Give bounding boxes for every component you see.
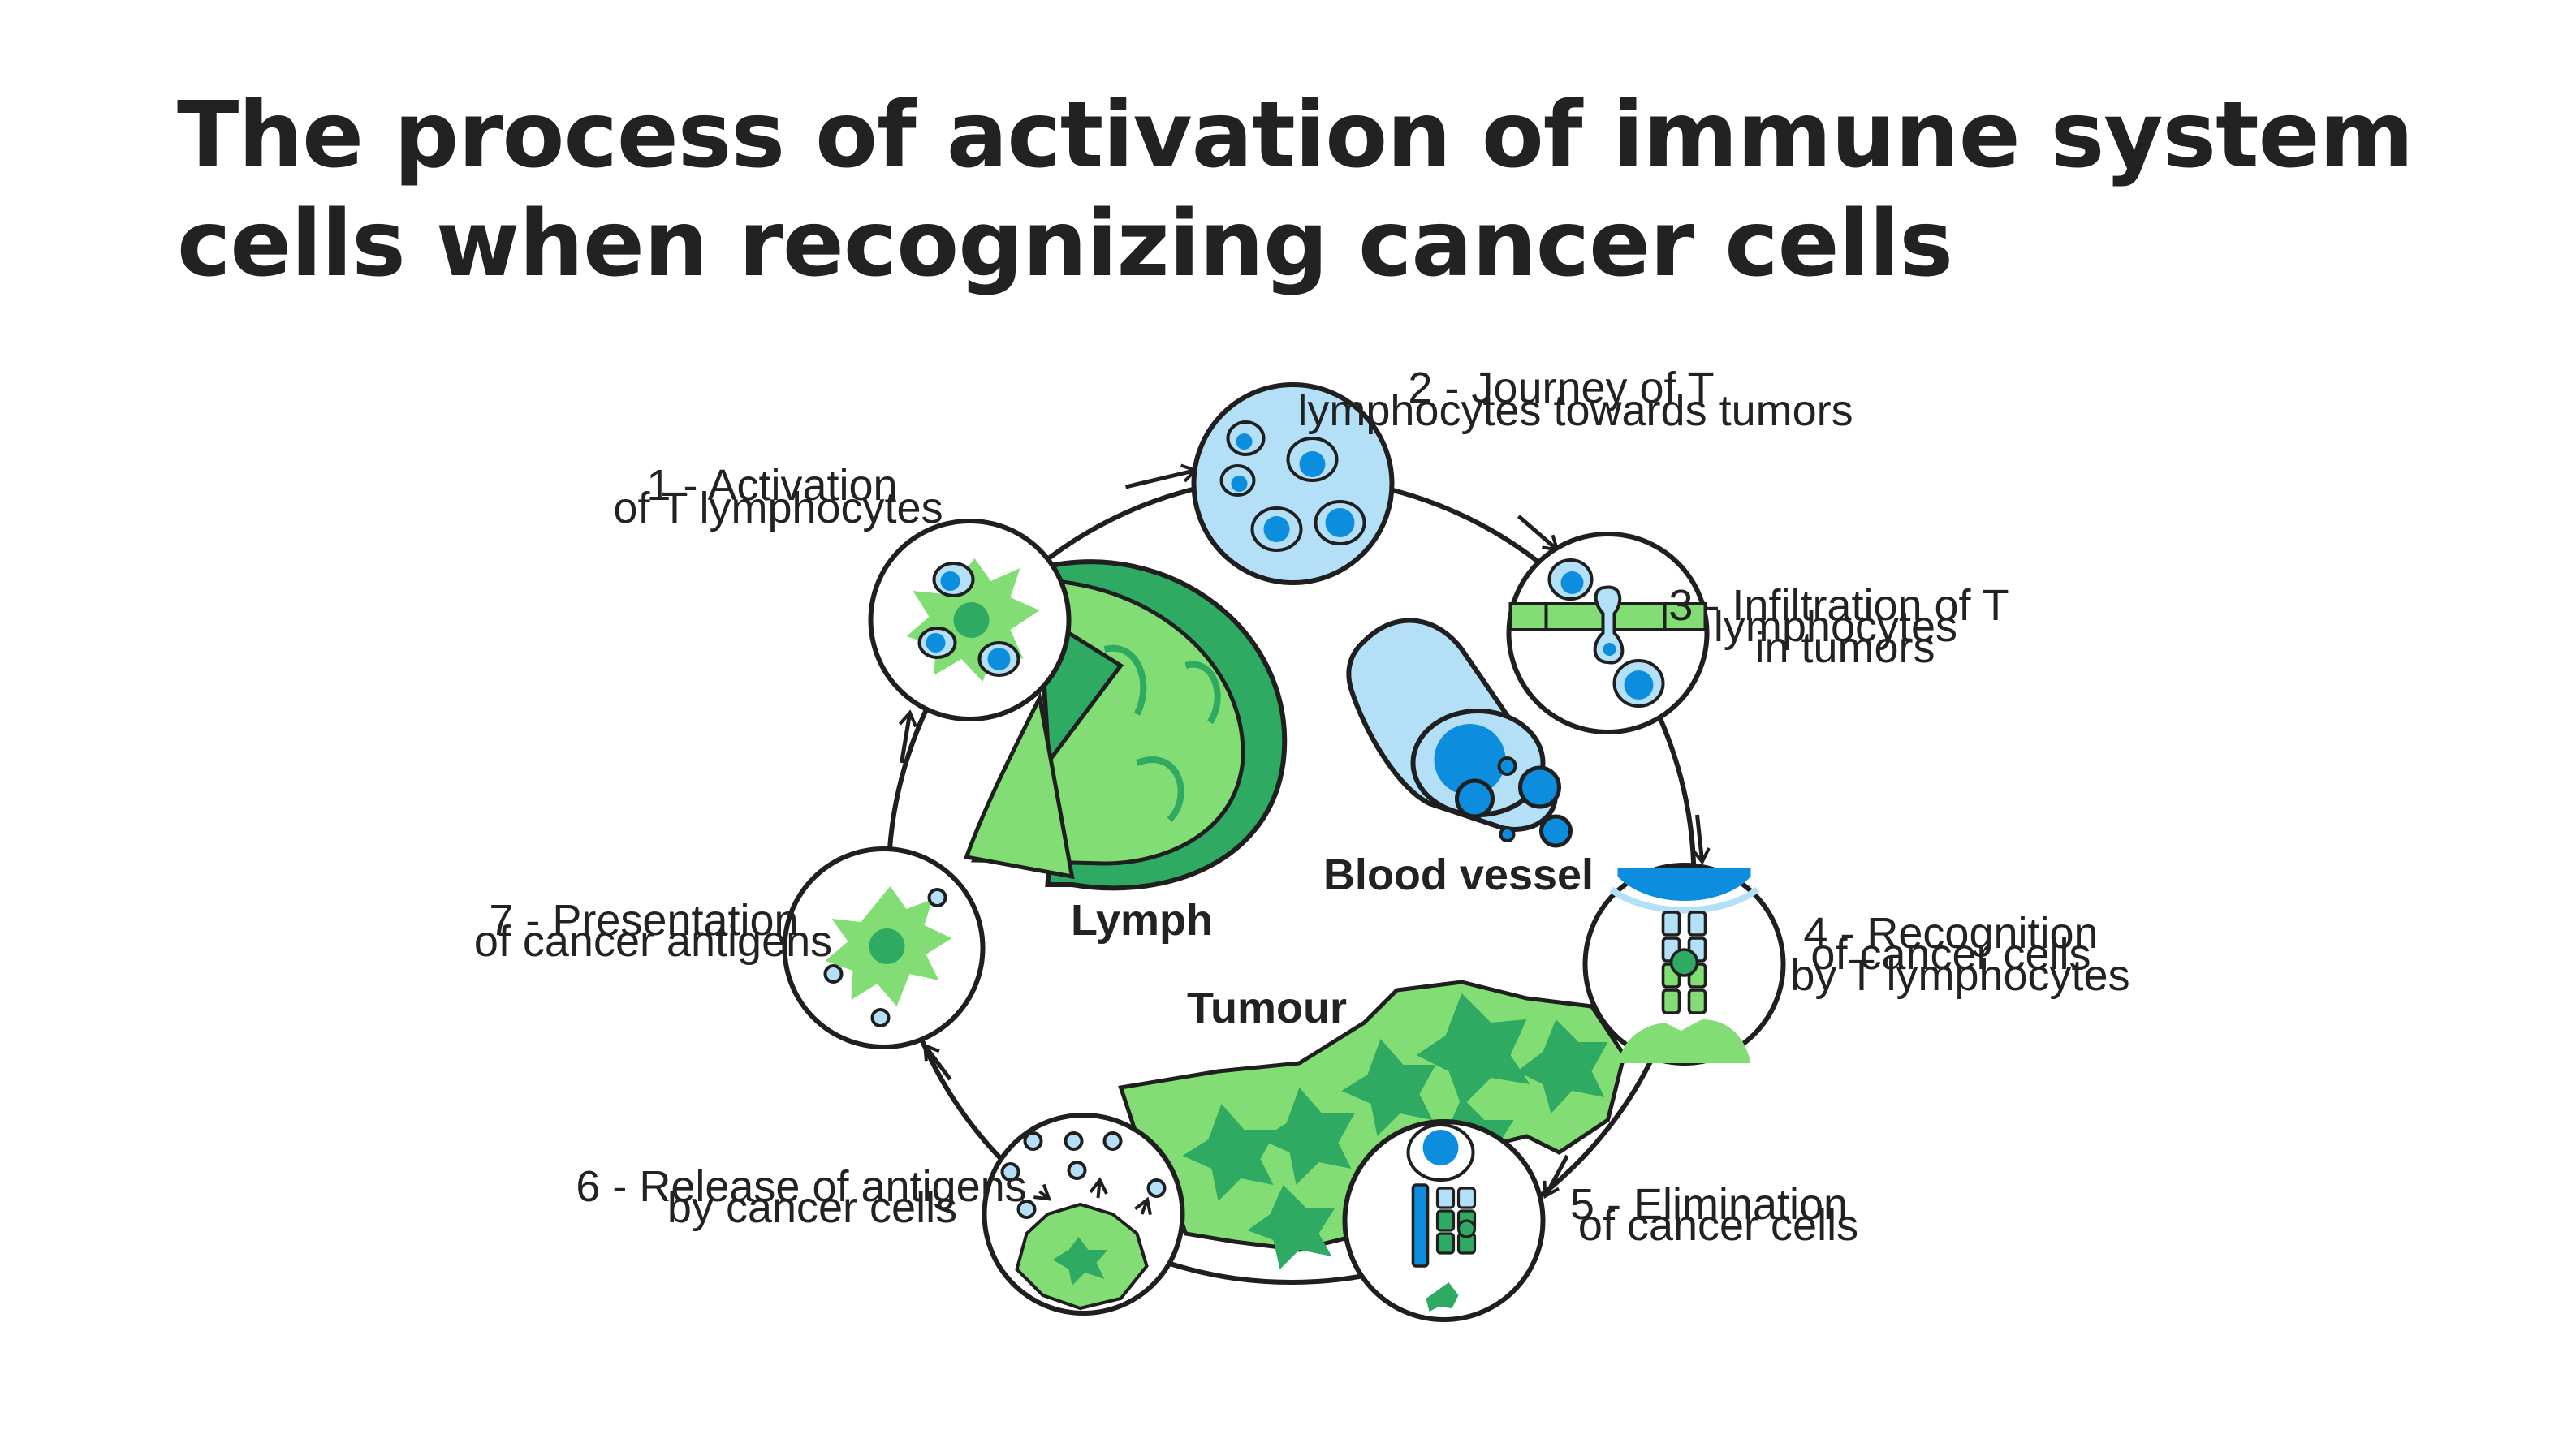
step-4-recognition-circle <box>1582 863 1786 1066</box>
step-2-journey-circle <box>1191 382 1395 585</box>
page-title-line-2: cells when recognizing cancer cells <box>177 192 1953 297</box>
step-6-label: 6 - Release of antigens by cancer cells <box>576 1162 1038 1232</box>
cycle-arrow-6-to-7 <box>923 1043 952 1081</box>
region-label-blood-vessel: Blood vessel <box>1323 851 1594 899</box>
step-3-label: 3 - Infiltration of T lymphocytes in tum… <box>1668 581 2021 672</box>
step-4-label-line-2: of cancer cells <box>1810 930 2091 979</box>
cycle-arrow-4-to-5 <box>1543 1154 1569 1200</box>
step-4-label-line-1: 4 - Recognition <box>1803 909 2098 958</box>
lymph-node <box>964 559 1288 891</box>
step-2-label: 2 - Journey of T lymphocytes towards tum… <box>1297 364 1853 435</box>
step-7-presentation-circle <box>782 846 986 1049</box>
step-5-label-line-2: of cancer cells <box>1578 1201 1858 1250</box>
step-6-label-line-2: by cancer cells <box>667 1183 957 1232</box>
cycle-arrow-2-to-3 <box>1517 515 1560 552</box>
page-title: The process of activation of immune syst… <box>177 81 2414 299</box>
page-title-line-1: The process of activation of immune syst… <box>177 83 2414 188</box>
step-5-elimination-circle <box>1342 1119 1546 1322</box>
step-5-label: 5 - Elimination of cancer cells <box>1570 1180 1860 1250</box>
cycle-arrow-7-to-1 <box>898 709 917 764</box>
step-1-activation-circle <box>868 519 1072 722</box>
step-7-label: 7 - Presentation of cancer antigens <box>474 896 832 966</box>
step-1-label-line-2: of T lymphocytes <box>613 484 943 532</box>
step-7-label-line-2: of cancer antigens <box>474 917 832 966</box>
region-label-lymph: Lymph <box>1071 896 1213 945</box>
step-5-label-line-1: 5 - Elimination <box>1570 1180 1848 1229</box>
step-3-label-line-3: in tumors <box>1754 623 1935 672</box>
cycle-arrow-3-to-4 <box>1691 814 1711 865</box>
step-3-infiltration-circle <box>1506 532 1710 734</box>
step-6-release-circle <box>982 1113 1185 1316</box>
step-1-label-line-1: 1 - Activation <box>646 461 897 510</box>
cycle-arrow-1-to-2 <box>1124 463 1199 489</box>
step-3-label-line-2: lymphocytes <box>1714 602 1957 651</box>
step-1-label: 1 - Activation of T lymphocytes <box>613 461 943 532</box>
blood-vessel <box>1346 618 1573 848</box>
step-7-label-line-1: 7 - Presentation <box>489 896 798 945</box>
step-4-label: 4 - Recognition of cancer cells by T lym… <box>1790 909 2129 1000</box>
region-label-tumour: Tumour <box>1187 984 1347 1032</box>
step-2-label-line-1: 2 - Journey of T <box>1408 364 1714 412</box>
step-3-label-line-1: 3 - Infiltration of T <box>1668 581 2009 630</box>
step-4-label-line-3: by T lymphocytes <box>1790 951 2129 1000</box>
step-2-label-line-2: lymphocytes towards tumors <box>1297 386 1853 435</box>
step-6-label-line-1: 6 - Release of antigens <box>576 1162 1026 1211</box>
